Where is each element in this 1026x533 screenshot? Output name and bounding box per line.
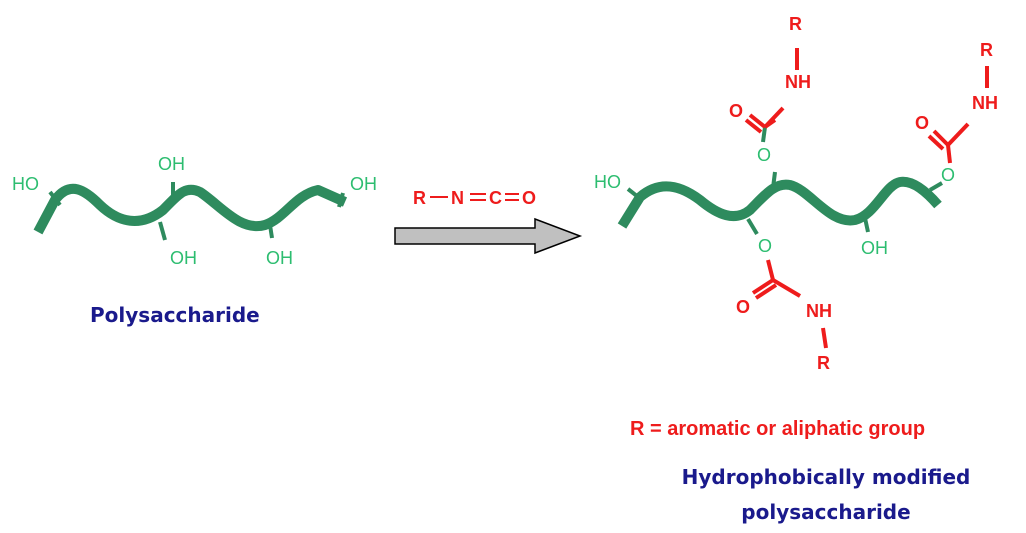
bond-o-c [761, 126, 767, 143]
bond-oh [863, 217, 870, 233]
r-group: R [817, 353, 830, 373]
carbonyl-bond [932, 129, 950, 147]
r-definition: R = aromatic or aliphatic group [630, 418, 925, 440]
product-molecule: HO OH O O NH R O O NH R O O NH R [594, 14, 998, 524]
bond-oh [626, 187, 644, 202]
r-group: R [789, 14, 802, 34]
amine: NH [806, 301, 832, 321]
hydroxyl-label: OH [158, 154, 185, 174]
hydroxyl-label: OH [350, 174, 377, 194]
bond-oh-1 [48, 190, 62, 207]
ester-oxygen: O [941, 165, 955, 185]
reagent-n: N [451, 188, 464, 208]
bond-oh-4 [268, 224, 274, 239]
hydroxyl-label: OH [170, 248, 197, 268]
bond-c-nh [763, 106, 785, 129]
bond-oh-3 [158, 221, 167, 241]
ester-oxygen: O [758, 236, 772, 256]
bond-oh-5 [337, 192, 345, 208]
carbonyl-oxygen: O [736, 297, 750, 317]
amine: NH [785, 72, 811, 92]
hydroxyl-label: OH [861, 238, 888, 258]
hydroxyl-label: OH [266, 248, 293, 268]
bond-o-c [946, 144, 952, 164]
carbonyl-bond [751, 278, 775, 295]
carbonyl-oxygen: O [729, 101, 743, 121]
bond-c-nh [946, 122, 970, 147]
carbonyl-oxygen: O [915, 113, 929, 133]
bond-o-chain [771, 171, 777, 189]
bond-o-c [766, 259, 775, 281]
reagent-c: C [489, 188, 502, 208]
bond-o-chain [928, 181, 944, 192]
reagent-isocyanate: R N C O [413, 188, 536, 208]
reactant-chain [33, 183, 348, 235]
amine: NH [972, 93, 998, 113]
r-group: R [980, 40, 993, 60]
carbonyl-bond [748, 113, 767, 129]
bond-o-chain [746, 217, 759, 236]
product-caption-line2: polysaccharide [741, 500, 910, 524]
ester-oxygen: O [757, 145, 771, 165]
reactant-molecule: HO OH OH OH OH Polysaccharide [12, 154, 377, 327]
bond-c-nh [771, 278, 802, 298]
reactant-caption: Polysaccharide [90, 303, 260, 327]
reaction-arrow [394, 217, 583, 255]
product-caption-line1: Hydrophobically modified [682, 465, 971, 489]
reagent-r: R [413, 188, 426, 208]
reagent-o: O [522, 188, 536, 208]
bond-nh-r [821, 327, 828, 349]
hydroxyl-label: HO [12, 174, 39, 194]
hydroxyl-label: HO [594, 172, 621, 192]
product-chain [617, 176, 942, 229]
